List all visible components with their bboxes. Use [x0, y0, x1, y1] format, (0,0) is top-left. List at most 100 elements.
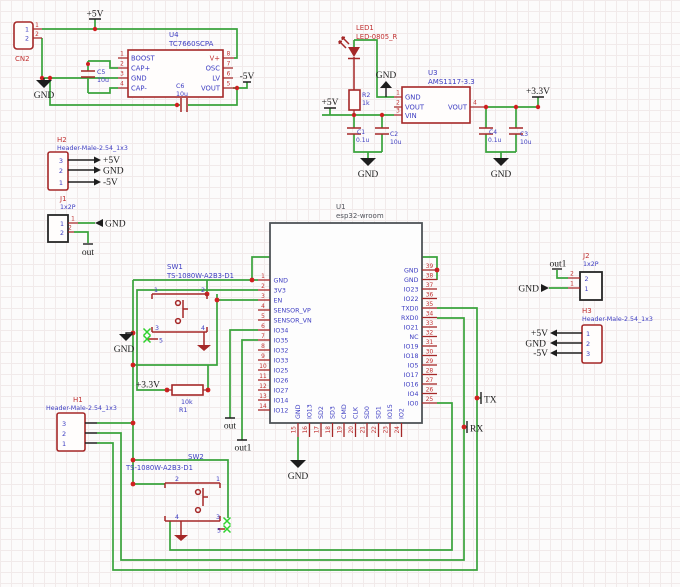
- component-j2[interactable]: 2 1 2 1 J2 1x2P out1 GND: [518, 252, 603, 301]
- c3-value: 10u: [520, 139, 532, 146]
- wire-tx-rx-nets[interactable]: [97, 307, 481, 571]
- wire-left-nets[interactable]: [132, 279, 453, 551]
- cn2-ref: CN2: [15, 55, 30, 63]
- h2-value: Header-Male-2.54_1x3: [57, 145, 128, 152]
- j1-gnd-label: GND: [105, 220, 126, 230]
- sw2-pin: 3: [216, 514, 220, 521]
- sw1-ref: SW1: [167, 263, 183, 271]
- h1-value: Header-Male-2.54_1x3: [46, 405, 117, 412]
- h2-flag-m5v: -5V: [103, 178, 118, 188]
- h2-pin: 3: [59, 157, 63, 165]
- p3v3-flag-u3: +3.3V: [526, 87, 550, 97]
- u1-pin-label: IO34: [274, 327, 289, 334]
- u4-pin-num: 2: [120, 62, 124, 68]
- component-sw2[interactable]: 2 1 4 3 5 SW2 TS-1080W-A2B3-D1: [125, 453, 232, 541]
- u4-pin-num: 1: [120, 52, 124, 58]
- m5v-flag-u4: -5V: [240, 72, 255, 82]
- u1-pin-label: 19: [338, 426, 344, 434]
- component-r1[interactable]: 10k R1: [167, 384, 208, 414]
- u1-value: esp32-wroom: [336, 212, 384, 220]
- component-c5[interactable]: C5 10u: [81, 69, 109, 84]
- u1-pin-label: 23: [384, 426, 390, 434]
- u4-pin-name: CAP-: [131, 85, 147, 93]
- u1-pin-label: 28: [426, 369, 434, 375]
- p5v-flag-top: +5V: [87, 10, 104, 20]
- component-c3[interactable]: C3 10u: [509, 127, 532, 146]
- j1-value: 1x2P: [60, 204, 76, 211]
- u4-pin-num: 3: [120, 72, 124, 78]
- u1-pin-label: SD3: [330, 406, 337, 419]
- wire-u3-region[interactable]: [322, 39, 539, 158]
- wires[interactable]: [41, 19, 568, 571]
- h2-ref: H2: [57, 136, 67, 144]
- h3-flag-gnd: GND: [525, 340, 546, 350]
- component-u4[interactable]: U4 TC7660SCPA BOOST CAP+ GND CAP- 1 2 3 …: [118, 31, 237, 98]
- component-u3[interactable]: U3 AMS1117-3.3 GND VOUT VIN 1 2 3 VOUT 4: [394, 69, 484, 124]
- component-j1[interactable]: 1 2 1 2 J1 1x2P GND out: [47, 195, 126, 258]
- gnd-symbols: GND GND GND GND GND GND: [34, 71, 512, 482]
- cn2-pin-label: 2: [25, 36, 29, 43]
- component-c2[interactable]: C2 10u: [375, 127, 402, 146]
- c6-value: 10u: [176, 91, 188, 98]
- u1-pin-label: 33: [426, 321, 434, 327]
- u4-pin-name: BOOST: [131, 55, 156, 63]
- sw2-gnd-icon: [174, 535, 188, 541]
- j2-out1-label: out1: [550, 260, 567, 270]
- wire-j1-j2[interactable]: [74, 222, 568, 289]
- u1-pin-label: 4: [261, 304, 265, 310]
- h2-flag-gnd: GND: [103, 167, 124, 177]
- component-c6[interactable]: C6 10u: [176, 83, 188, 112]
- u1-pin-label: IO35: [274, 337, 289, 344]
- u1-pin-label: IO16: [404, 381, 419, 388]
- u1-pin-label: 16: [303, 426, 309, 434]
- u1-pin-label: 10: [259, 364, 267, 370]
- r1-value: 10k: [181, 399, 193, 406]
- u1-pin-label: 18: [326, 426, 332, 434]
- u1-pin-label: 9: [261, 354, 265, 360]
- u1-pin-label: 21: [361, 426, 367, 434]
- component-h1[interactable]: 3 2 1 H1 Header-Male-2.54_1x3: [46, 396, 117, 452]
- u1-pin-label: 37: [426, 283, 434, 289]
- u1-pin-label: 8: [261, 344, 265, 350]
- u1-pin-label: 26: [426, 388, 434, 394]
- u3-pin-num: 2: [396, 101, 400, 107]
- c5-value: 10u: [97, 77, 109, 84]
- u1-pin-label: IO0: [408, 400, 419, 407]
- h1-pin: 3: [62, 420, 66, 428]
- component-sw1[interactable]: 1 2 3 4 5 SW1 TS-1080W-A2B3-D1: [142, 263, 234, 351]
- u1-ref: U1: [336, 203, 346, 211]
- j2-ref: J2: [582, 252, 590, 260]
- led-emission-arrows: [338, 36, 350, 49]
- no-connect-icon: [142, 327, 152, 344]
- sw2-pin: 4: [175, 514, 179, 521]
- h2-flag-p5v: +5V: [103, 156, 120, 166]
- component-cn2[interactable]: 1 2 1 2 CN2: [13, 21, 42, 63]
- u1-pin-label: IO18: [404, 353, 419, 360]
- component-r2[interactable]: R2 1k: [348, 89, 370, 115]
- j2-pin: 2: [585, 276, 589, 283]
- u1-pin-label: SD2: [318, 406, 325, 419]
- u1-pin-label: 12: [259, 384, 267, 390]
- component-u1[interactable]: U1 esp32-wroom 1GND23V33EN4SENSOR_VP5SEN…: [258, 203, 437, 437]
- component-c4[interactable]: C4 0.1u: [479, 127, 502, 144]
- u1-pin-label: IO2: [399, 408, 406, 419]
- component-c1[interactable]: C1 0.1u: [347, 127, 370, 144]
- sw2-value: TS-1080W-A2B3-D1: [125, 464, 193, 472]
- component-h3[interactable]: 1 2 3 H3 Header-Male-2.54_1x3 +5V GND -5…: [525, 307, 653, 364]
- h1-ref: H1: [73, 396, 83, 404]
- c5-ref: C5: [97, 69, 105, 76]
- u1-pin-label: CMD: [341, 404, 348, 419]
- component-h2[interactable]: 3 2 1 H2 Header-Male-2.54_1x3 +5V GND -5…: [47, 136, 128, 191]
- c6-ref: C6: [176, 83, 184, 90]
- r2-ref: R2: [362, 92, 370, 99]
- u1-pin-label: IO22: [404, 296, 419, 303]
- sw2-pin: 2: [175, 476, 179, 483]
- tx-label: TX: [484, 396, 497, 406]
- sw1-pin: 1: [154, 287, 158, 294]
- component-led1[interactable]: LED1 LED-0805_R: [338, 24, 397, 90]
- u1-pin-label: 35: [426, 302, 434, 308]
- j1-pin-num: 2: [68, 226, 72, 232]
- led1-value: LED-0805_R: [356, 33, 397, 41]
- p3v3-flag-r1: +3.3V: [136, 381, 160, 391]
